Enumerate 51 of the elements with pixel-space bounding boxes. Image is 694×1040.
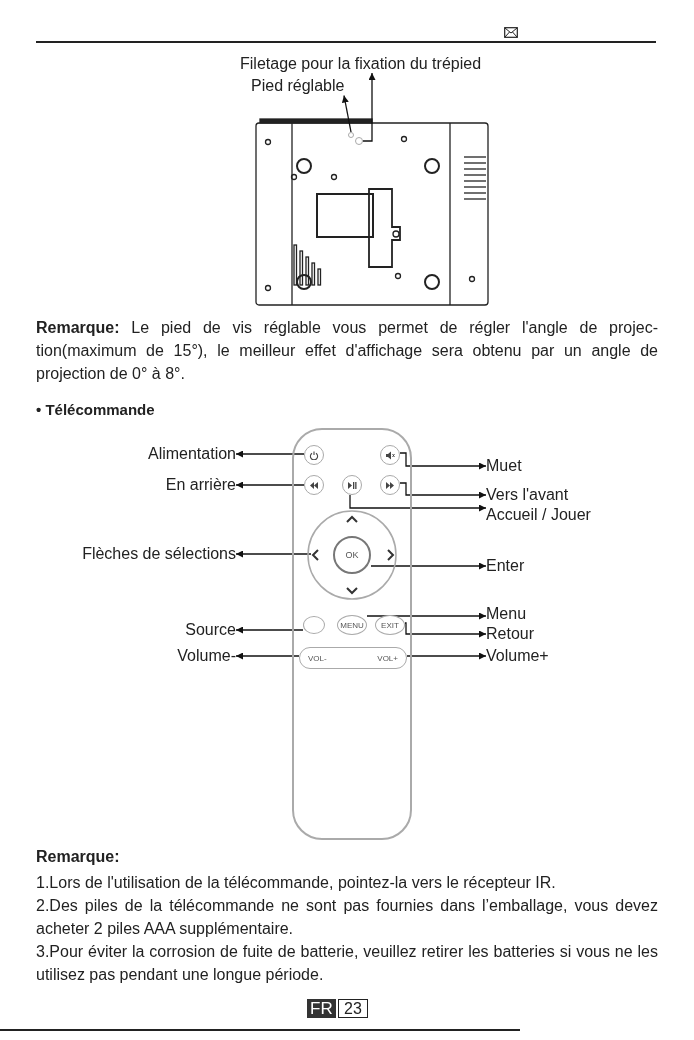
play-pause-button [342,475,362,495]
rewind-button [304,475,324,495]
leader-arrow [406,652,487,660]
callout-label: Pied réglable [251,77,345,95]
ok-button: OK [333,536,371,574]
menu-button: MENU [337,615,367,635]
callout-label: Retour [486,625,535,643]
callout-label: En arrière [165,476,236,494]
adjustable-foot [348,132,354,138]
leader-arrow [399,452,487,470]
page-number: 23 [338,999,368,1018]
leader-arrow [349,494,487,512]
callout-label: Flèches de sélections [82,545,236,563]
leader-arrow [235,550,312,558]
callout-label: Muet [486,457,522,475]
tripod-thread-hole [355,137,363,145]
language-tag: FR [307,999,336,1018]
vol-plus-label: VOL+ [377,653,398,663]
leader-arrow [404,622,487,638]
note-item: 2.Des piles de la télécommande ne sont pas fournies dans l’emballage, vous devez acheter 2 piles AAA supplémentaire. [36,896,658,939]
callout-label: Volume+ [486,647,549,665]
callout-label: Menu [486,605,527,623]
leader-arrow [235,450,305,458]
remote-control [292,428,412,840]
note-item: 3.Pour éviter la corrosion de fuite de batterie, veuillez retirer les batteries si vous ne les utilisez pas pendant une longue période. [36,942,658,985]
leader-arrow [370,562,487,570]
section-heading: • Télécommande [36,401,155,419]
leader-arrow [362,72,376,142]
callout-label: Enter [486,557,525,575]
leader-arrow [399,482,487,499]
leader-arrow [235,652,300,660]
callout-label: Accueil / Jouer [486,506,591,524]
note-paragraph: Remarque: Le pied de vis réglable vous permet de régler l'angle de projec-tion(maximum de 15°), le meilleur effet d'affichage sera obtenu par un angle de projection de 0° à 8°. [36,318,658,384]
source-button [303,616,325,634]
callout-label: Alimentation [147,445,236,463]
volume-button [299,647,407,669]
callout-label: Filetage pour la fixation du trépied [240,55,482,73]
leader-arrow [235,626,304,634]
callout-label: Vers l'avant [486,486,569,504]
leader-arrow [235,481,305,489]
note-item: 1.Lors de l'utilisation de la télécommande, pointez-la vers le récepteur IR. [36,873,557,893]
power-button [304,445,324,465]
leader-arrow [341,94,352,133]
callout-label: Source [185,621,236,639]
forward-button [380,475,400,495]
exit-button: EXIT [375,615,405,635]
mute-button [380,445,400,465]
vol-minus-label: VOL- [308,653,327,663]
callout-label: Volume- [177,647,236,665]
note-heading: Remarque: [36,848,120,866]
leader-arrow [366,612,487,620]
